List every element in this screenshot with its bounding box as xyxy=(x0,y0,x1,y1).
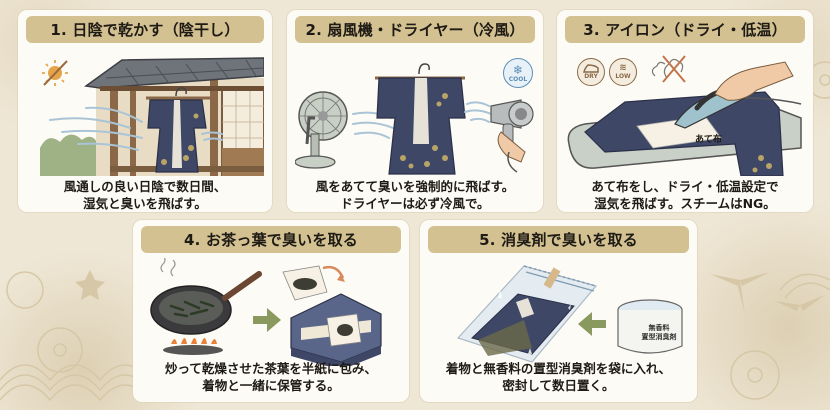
card-tea-leaves: 4. お茶っ葉で臭いを取る xyxy=(133,220,409,402)
illustration-fan-dryer-kimono: ❄ COOL xyxy=(295,48,535,176)
background-bamboo-pattern-right xyxy=(710,272,830,400)
card-title: 5. 消臭剤で臭いを取る xyxy=(428,226,689,253)
illustration-kimono-shade-drying xyxy=(26,48,264,176)
cool-snowflake-icon: ❄ COOL xyxy=(503,58,533,88)
card-fan-dryer: 2. 扇風機・ドライヤー（冷風） xyxy=(287,10,543,212)
card-title: 3. アイロン（ドライ・低温） xyxy=(565,16,805,43)
iron-dry-icon: DRY xyxy=(577,58,605,86)
card-deodorizer: 5. 消臭剤で臭いを取る 無香料 置型消臭剤 着物と無香料の置型消臭 xyxy=(420,220,697,402)
illustration-deodorizer-bag: 無香料 置型消臭剤 xyxy=(428,258,689,366)
card-description: 着物と無香料の置型消臭剤を袋に入れ、 密封して数日置く。 xyxy=(445,361,672,393)
pressing-cloth-label: あて布 xyxy=(695,135,722,145)
card-description: 炒って乾燥させた茶葉を半紙に包み、 着物と一緒に保管する。 xyxy=(165,361,377,393)
card-title: 1. 日陰で乾かす（陰干し） xyxy=(26,16,264,43)
card-description: あて布をし、ドライ・低温設定で 湿気を飛ばす。スチームはNG。 xyxy=(591,179,779,211)
card-title: 2. 扇風機・ドライヤー（冷風） xyxy=(295,16,535,43)
illustration-ironing-board: DRY ≋ LOW あて布 xyxy=(565,48,805,176)
card-title: 4. お茶っ葉で臭いを取る xyxy=(141,226,401,253)
card-description: 風通しの良い日陰で数日間、 湿気と臭いを飛ばす。 xyxy=(63,179,227,211)
illustration-tea-leaves xyxy=(141,258,401,366)
background-wave-pattern-left xyxy=(0,270,140,402)
card-shade-drying: 1. 日陰で乾かす（陰干し） xyxy=(18,10,272,212)
card-description: 風をあてて臭いを強制的に飛ばす。 ドライヤーは必ず冷風で。 xyxy=(315,179,515,211)
no-steam-icon xyxy=(651,55,686,83)
no-sun-icon xyxy=(42,60,68,86)
deodorizer-can-label: 無香料 置型消臭剤 xyxy=(641,324,677,341)
card-iron: 3. アイロン（ドライ・低温） DRY ≋ LOW xyxy=(557,10,813,212)
iron-low-temp-icon: ≋ LOW xyxy=(609,58,637,86)
